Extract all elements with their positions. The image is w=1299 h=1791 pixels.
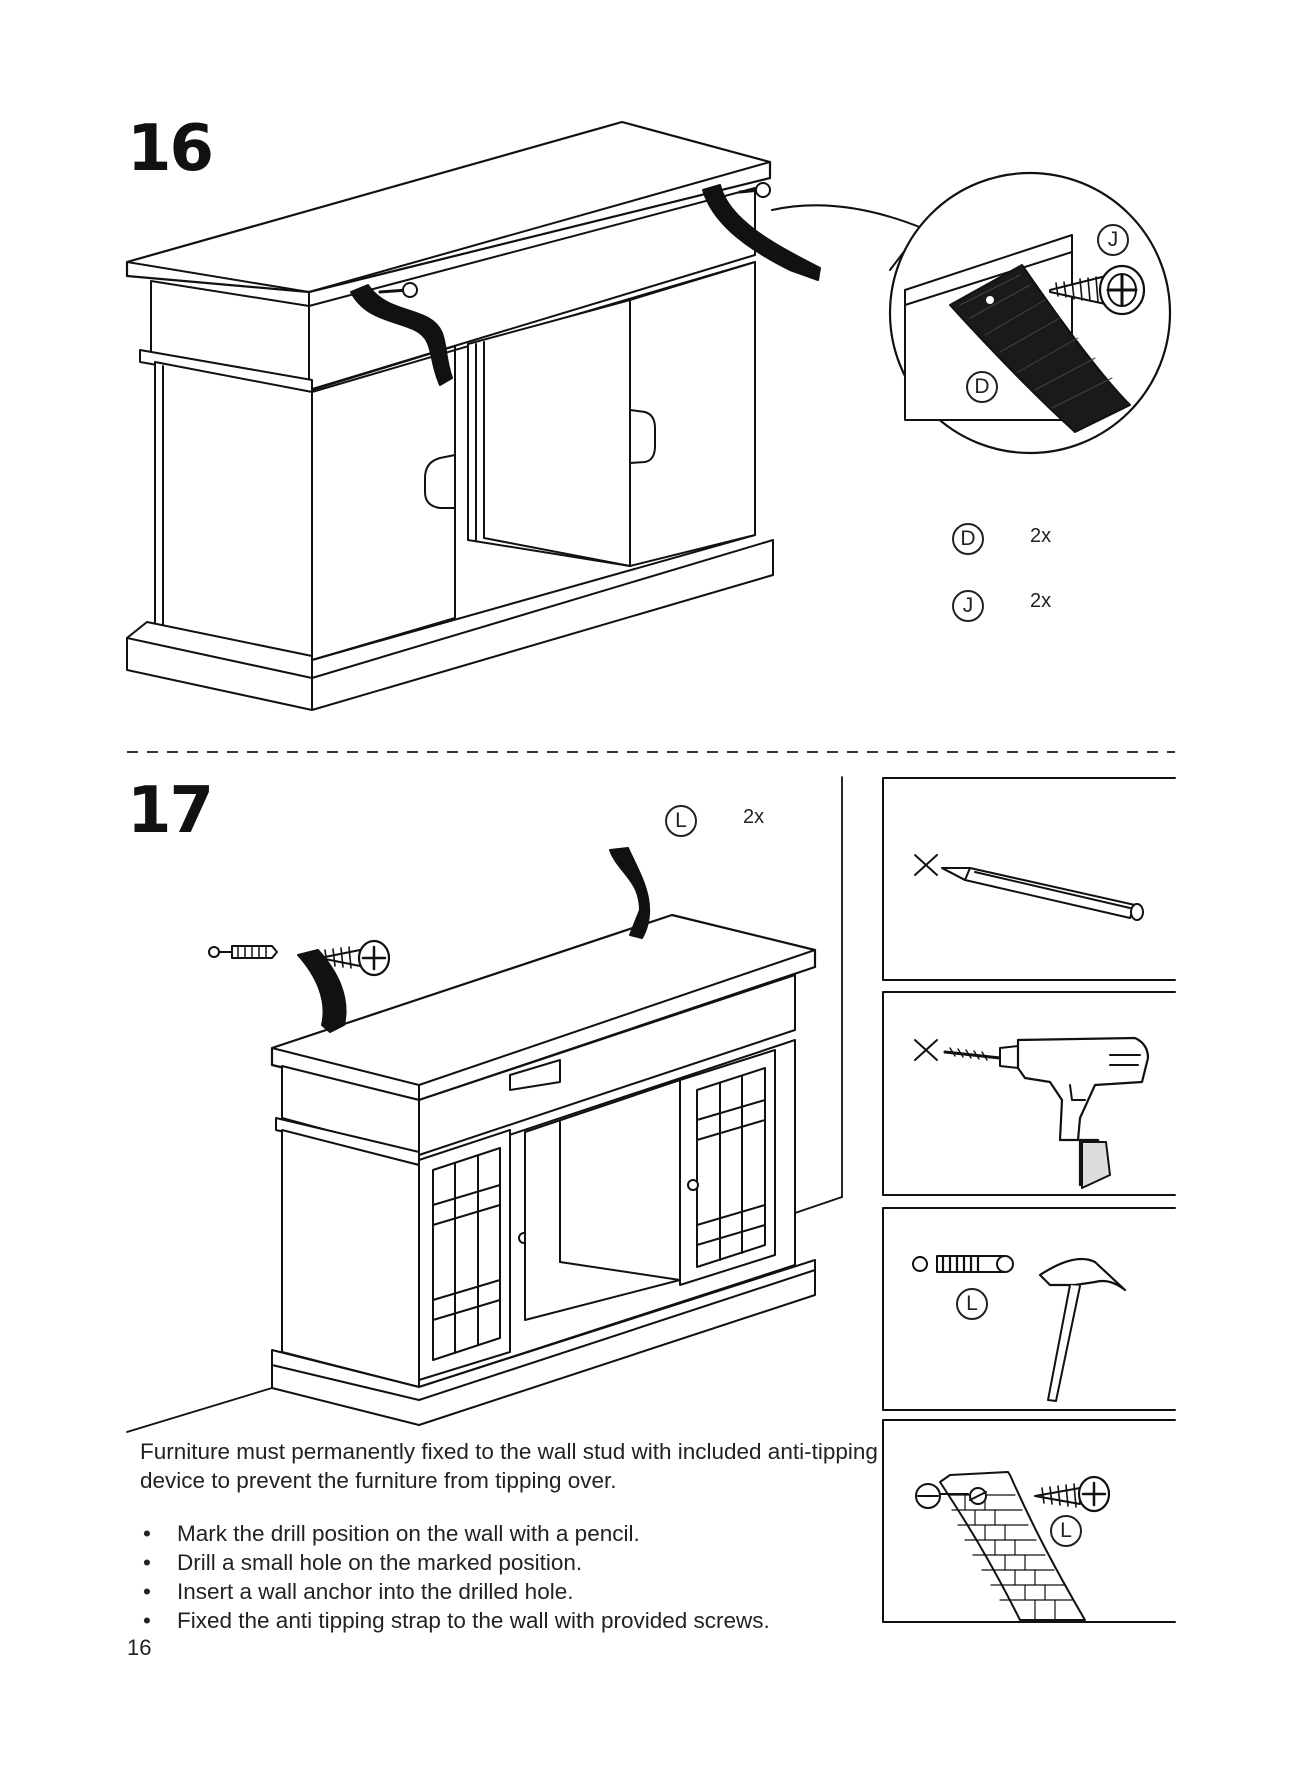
- page-number: 16: [127, 1635, 152, 1660]
- part-qty-d: 2x: [1030, 525, 1052, 547]
- step-number-16: 16: [127, 112, 214, 186]
- instruction-item: Drill a small hole on the marked positio…: [140, 1548, 880, 1577]
- part-code-l: L: [665, 805, 697, 837]
- part-code-d: D: [952, 523, 984, 555]
- instruction-item: Fixed the anti tipping strap to the wall…: [140, 1606, 880, 1635]
- hammer-and-anchor-icon: [913, 1256, 1125, 1401]
- wall-screw-icon: [916, 1472, 1109, 1620]
- pencil-icon: [915, 855, 1143, 920]
- instruction-list: Mark the drill position on the wall with…: [140, 1519, 880, 1635]
- instructions-text: Furniture must permanently fixed to the …: [140, 1437, 880, 1635]
- callout-label-screw: J: [1097, 224, 1129, 256]
- strap-screw-detail-callout: [890, 173, 1170, 453]
- part-qty-l: 2x: [743, 806, 765, 828]
- panel-label-screw: L: [1050, 1515, 1082, 1547]
- step-number-17: 17: [127, 774, 214, 848]
- power-drill-icon: [915, 1038, 1148, 1188]
- part-qty-j: 2x: [1030, 590, 1052, 612]
- warning-paragraph: Furniture must permanently fixed to the …: [140, 1439, 878, 1493]
- instruction-panels: [883, 778, 1175, 1622]
- callout-label-strap: D: [966, 371, 998, 403]
- instruction-item: Mark the drill position on the wall with…: [140, 1519, 880, 1548]
- instruction-item: Insert a wall anchor into the drilled ho…: [140, 1577, 880, 1606]
- panel-label-anchor: L: [956, 1288, 988, 1320]
- part-code-j: J: [952, 590, 984, 622]
- step16-cabinet-illustration: [127, 122, 820, 710]
- step17-cabinet-illustration: [127, 777, 842, 1432]
